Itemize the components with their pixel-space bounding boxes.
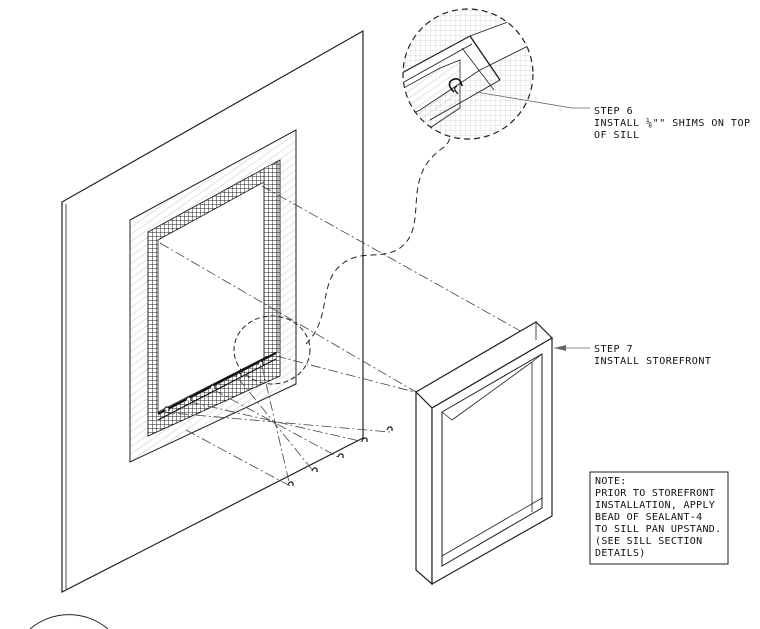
- step6-line2: OF SILL: [594, 130, 640, 141]
- note-line-0: NOTE:: [595, 476, 627, 487]
- step6-title: STEP 6: [594, 106, 633, 117]
- note-box: NOTE: PRIOR TO STOREFRONT INSTALLATION, …: [589, 471, 729, 565]
- note-line-5: (SEE SILL SECTION: [595, 536, 702, 547]
- detail-bubble: [402, 8, 534, 140]
- step6-line1: INSTALL ⅛"" SHIMS ON TOP: [594, 117, 751, 129]
- note-line-2: INSTALLATION, APPLY: [595, 500, 715, 511]
- note-line-4: TO SILL PAN UPSTAND.: [595, 524, 721, 535]
- step7-label: STEP 7 INSTALL STOREFRONT: [594, 344, 711, 367]
- step7-leader: [554, 345, 590, 351]
- exploded-shims: [287, 426, 393, 486]
- detail-bubble-outline: [402, 8, 534, 140]
- bottom-arc: [29, 614, 109, 629]
- step7-title: STEP 7: [594, 344, 633, 355]
- sill-shims: [163, 360, 264, 411]
- callout-leader: [305, 129, 450, 345]
- note-line-6: DETAILS): [595, 548, 646, 559]
- note-line-1: PRIOR TO STOREFRONT: [595, 488, 715, 499]
- note-line-3: BEAD OF SEALANT-4: [595, 512, 702, 523]
- flashing-membrane: [147, 159, 281, 437]
- detail-callout-circle: [233, 315, 311, 385]
- step6-label: STEP 6 INSTALL ⅛"" SHIMS ON TOP OF SILL: [594, 106, 751, 141]
- step6-leader: [475, 91, 590, 109]
- step7-line1: INSTALL STOREFRONT: [594, 356, 711, 367]
- alignment-lines: [159, 185, 541, 487]
- storefront-frame: [415, 321, 553, 586]
